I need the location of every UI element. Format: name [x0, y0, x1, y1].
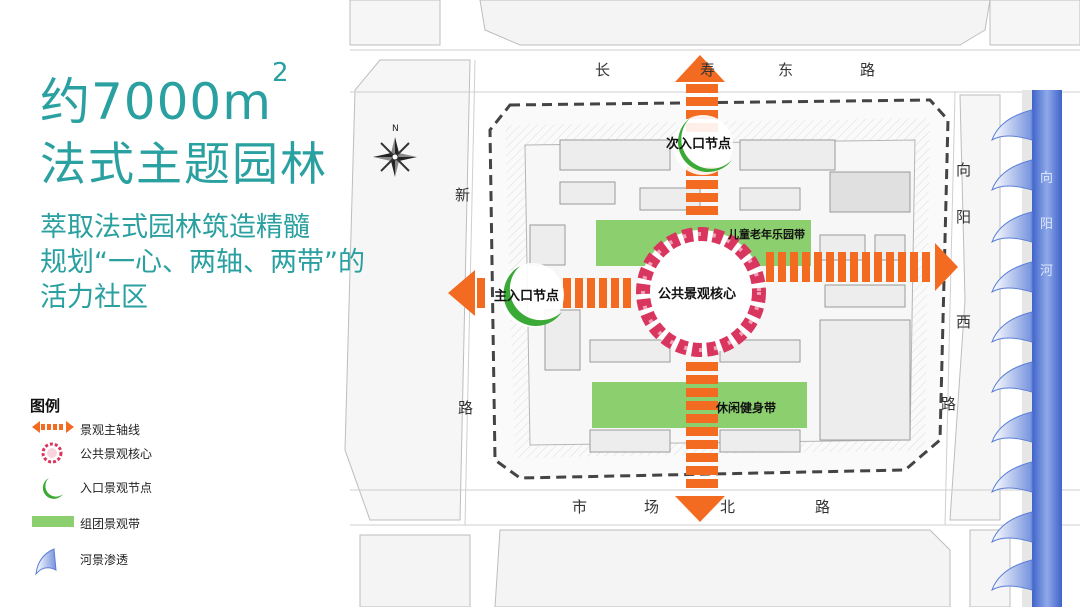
road-north-2: 寿 [700, 61, 715, 79]
road-north-3: 东 [778, 61, 793, 79]
secondary-entrance-node [673, 115, 733, 175]
compass-north-label: N [392, 124, 399, 134]
road-south-4: 路 [815, 498, 830, 516]
legend-label-node: 入口景观节点 [80, 481, 153, 495]
legend-label-belt: 组团景观带 [80, 517, 141, 531]
road-east-3: 西 [956, 313, 971, 331]
core-label: 公共景观核心 [658, 286, 736, 302]
buildings [529, 139, 911, 453]
river-label-3: 河 [1040, 264, 1053, 279]
road-east-1: 向 [956, 161, 971, 179]
subtitle-line-2: 规划“一心、两轴、两带”的 [40, 247, 365, 278]
fitness-belt-label: 休闲健身带 [715, 400, 776, 415]
subtitle-line-3: 活力社区 [40, 282, 148, 313]
legend-title: 图例 [30, 397, 61, 415]
horizontal-axis [448, 243, 958, 316]
main-entrance-label: 主入口节点 [494, 288, 559, 304]
road-south-2: 场 [644, 498, 659, 516]
road-south-3: 北 [720, 498, 735, 516]
title-theme: 法式主题园林 [40, 137, 328, 191]
road-east-2: 阳 [956, 208, 971, 226]
legend-label-river: 河景渗透 [80, 553, 129, 567]
core-ring [636, 227, 766, 357]
title-superscript: 2 [271, 58, 290, 88]
main-entrance-node [500, 263, 564, 327]
river [1032, 90, 1062, 607]
road-west-1: 新 [455, 186, 470, 204]
river-wave-icon [35, 548, 57, 576]
city-blocks [344, 0, 1080, 607]
road-south-1: 市 [572, 498, 587, 516]
road-west-2: 路 [458, 399, 473, 417]
legend-label-core: 公共景观核心 [80, 447, 153, 461]
compass-rose [373, 137, 417, 177]
subtitle-line-1: 萃取法式园林筑造精髓 [40, 212, 310, 243]
secondary-entrance-label: 次入口节点 [666, 136, 731, 152]
river-label-1: 向 [1040, 170, 1053, 186]
core-ring-icon [41, 442, 63, 464]
river-label-2: 阳 [1040, 217, 1053, 232]
river-waves [991, 109, 1033, 592]
road-north-1: 长 [595, 61, 610, 79]
legend-label-axis: 景观主轴线 [80, 423, 141, 437]
road-east-4: 路 [941, 395, 956, 413]
orange-double-arrow-icon [32, 421, 74, 433]
children-belt-label: 儿童老年乐园带 [727, 227, 805, 241]
green-crescent-icon [42, 478, 63, 499]
vertical-axis [675, 55, 725, 522]
title-area: 约7000m2 [40, 58, 290, 131]
green-band-icon [32, 516, 74, 527]
road-north-4: 路 [860, 61, 875, 79]
